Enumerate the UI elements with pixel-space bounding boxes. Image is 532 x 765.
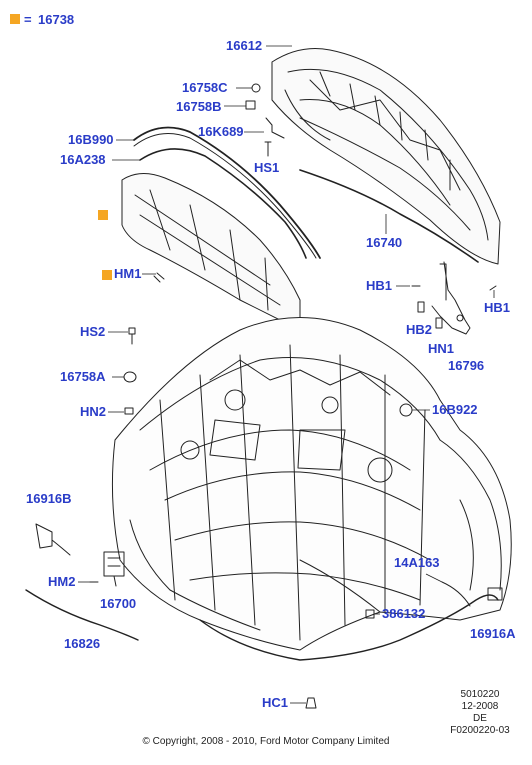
release-cable-16916a	[199, 594, 499, 661]
label-386132: 386132	[382, 606, 426, 621]
label-hs1: HS1	[254, 160, 280, 175]
latch-16700	[103, 551, 125, 587]
label-hs2: HS2	[80, 324, 106, 339]
reference-line-2: 12-2008	[461, 701, 499, 712]
label-16758b: 16758B	[176, 99, 222, 114]
bumper-16758b	[245, 100, 256, 110]
label-16740: 16740	[366, 235, 403, 250]
reference-line-4: F0200220-03	[450, 725, 510, 736]
release-handle-16916b	[35, 523, 53, 549]
seal-16b990-inner	[133, 133, 317, 259]
label-16826: 16826	[64, 636, 101, 651]
hood-hinge	[411, 261, 497, 335]
seal-16b990	[133, 126, 321, 259]
label-16916b: 16916B	[26, 491, 72, 506]
hm1-clip	[153, 272, 165, 283]
label-16b990: 16B990	[68, 132, 114, 147]
label-hc1: HC1	[262, 695, 289, 710]
hn2-nut	[124, 407, 134, 415]
reference-block: 5010220 12-2008 DE F0200220-03	[440, 689, 520, 737]
label-hm2: HM2	[48, 574, 76, 589]
highlight-marker-hm1	[102, 270, 112, 280]
weatherstrip-16740	[299, 169, 479, 263]
label-16796: 16796	[448, 358, 485, 373]
leader-14a163	[425, 573, 443, 583]
label-16612: 16612	[226, 38, 263, 53]
body-structure	[111, 317, 512, 651]
seal-16a238	[139, 148, 307, 259]
label-16b922: 16B922	[432, 402, 478, 417]
label-hb1-right: HB1	[484, 300, 511, 315]
hs1-screw	[264, 141, 272, 157]
rod-16k689	[265, 117, 285, 139]
hc1-clip	[305, 697, 317, 709]
copyright-notice: © Copyright, 2008 - 2010, Ford Motor Com…	[142, 736, 390, 747]
legend-equals: =	[24, 12, 32, 27]
label-hn2: HN2	[80, 404, 107, 419]
label-16700: 16700	[100, 596, 137, 611]
clip-16758c	[251, 83, 261, 93]
cable-14a163	[441, 581, 471, 607]
label-hn1: HN1	[428, 341, 455, 356]
label-hm1: HM1	[114, 266, 142, 281]
legend-part-number: 16738	[38, 12, 75, 27]
label-16a238: 16A238	[60, 152, 106, 167]
label-16k689: 16K689	[198, 124, 244, 139]
reference-line-1: 5010220	[460, 689, 500, 700]
bumper-16758a	[123, 371, 137, 383]
label-16758a: 16758A	[60, 369, 106, 384]
handle-16916a	[487, 587, 503, 601]
label-16916a: 16916A	[470, 626, 516, 641]
label-14a163: 14A163	[394, 555, 440, 570]
reference-line-3: DE	[473, 713, 487, 724]
cable-16826-left	[25, 589, 139, 641]
label-hb2: HB2	[406, 322, 433, 337]
legend-highlight-swatch	[10, 14, 20, 24]
highlight-marker-insulator	[98, 210, 108, 220]
label-16758c: 16758C	[182, 80, 228, 95]
hs2-screw	[128, 327, 136, 335]
hood-panel	[271, 48, 501, 265]
release-handle-16916b-cable	[51, 539, 71, 556]
label-hb1: HB1	[366, 278, 393, 293]
